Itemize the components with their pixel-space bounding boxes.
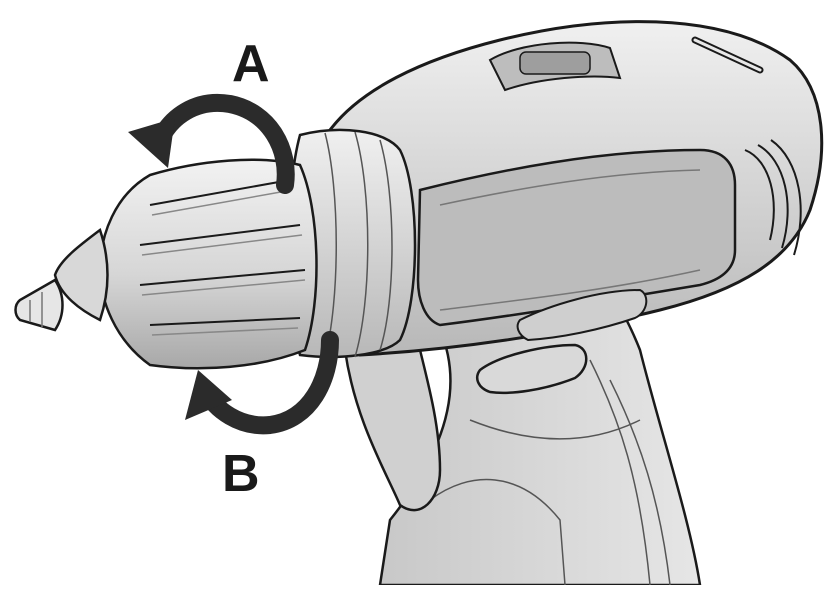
trigger <box>343 348 442 512</box>
rotation-arrow-a <box>128 93 295 194</box>
chuck-nose <box>53 227 109 322</box>
lower-switch <box>516 288 648 342</box>
chuck-jaw-tip <box>14 278 64 332</box>
direction-switch <box>476 343 588 395</box>
rotation-label-a: A <box>232 35 270 93</box>
rotation-arrow-b <box>185 331 339 435</box>
rotation-label-b: B <box>222 445 260 503</box>
